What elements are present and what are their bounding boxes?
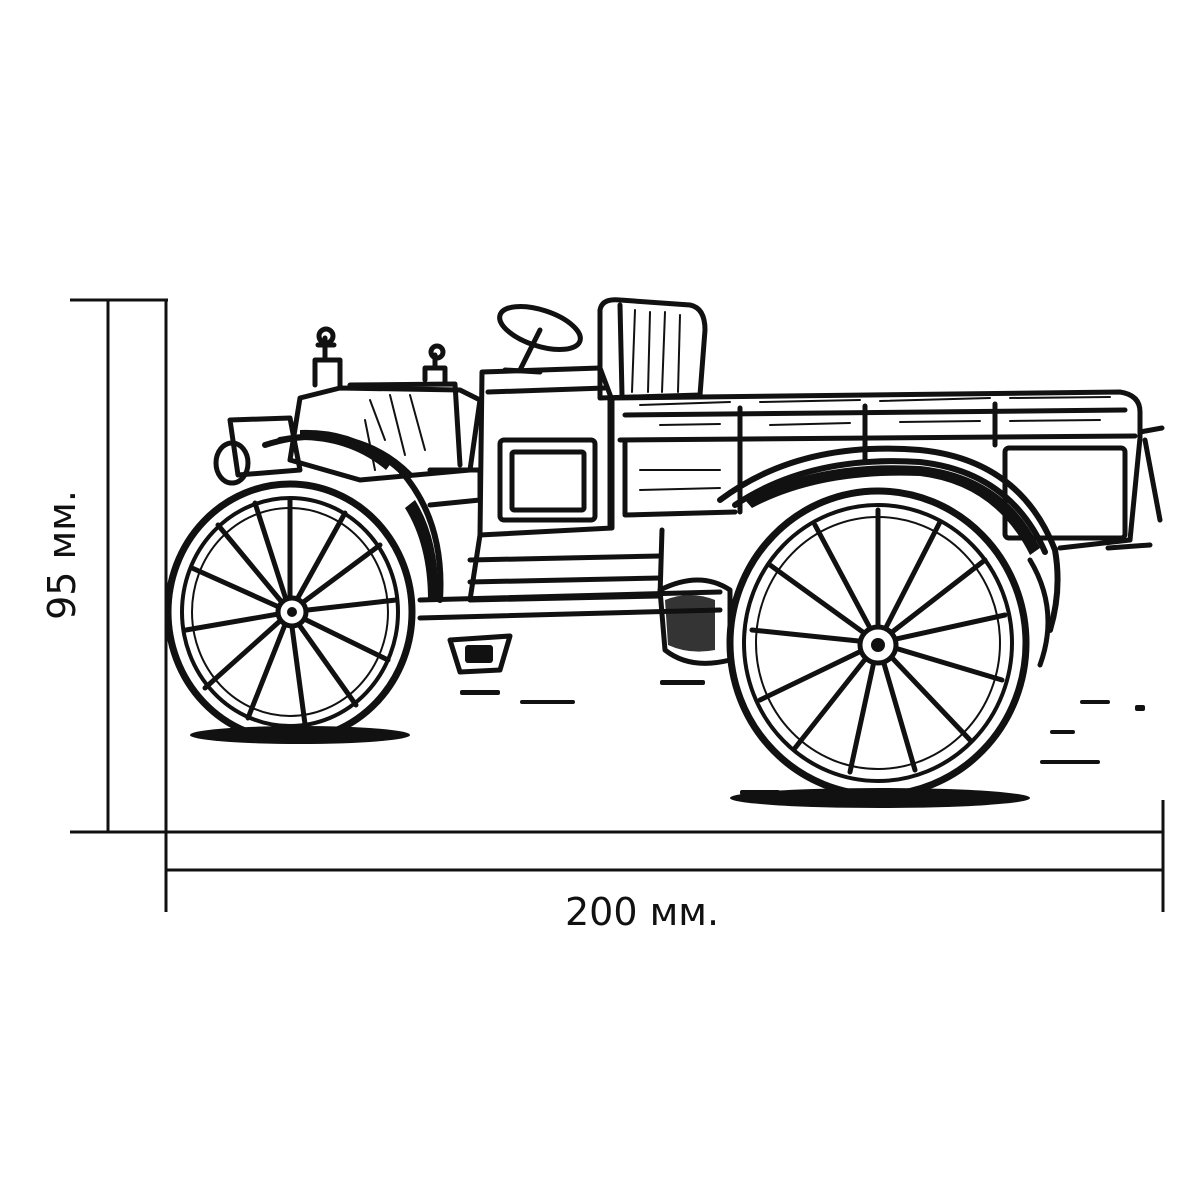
height-dimension-line — [70, 298, 168, 834]
chassis-shading — [465, 595, 715, 663]
rear-fender-fill — [745, 465, 1040, 555]
front-wheel-spokes — [183, 497, 399, 727]
front-wheel — [164, 480, 416, 744]
vintage-truck-illustration — [164, 297, 1165, 808]
rear-wheel-far — [1027, 557, 1051, 668]
steering-wheel — [497, 304, 583, 375]
front-fender-fill — [300, 429, 439, 600]
radiator-front — [213, 415, 303, 486]
cargo-bed-shading — [639, 396, 1111, 491]
cab-body — [467, 365, 665, 603]
rear-fender — [717, 445, 1061, 633]
height-dimension-label: 95 мм. — [40, 490, 84, 620]
width-dimension-label: 200 мм. — [565, 890, 720, 934]
rear-wheel — [726, 487, 1030, 799]
hood-shading — [364, 394, 426, 471]
seat-back-texture — [631, 309, 681, 393]
engine-hood — [287, 326, 483, 508]
seat-back — [597, 297, 708, 401]
width-dimension-line — [164, 800, 1165, 912]
